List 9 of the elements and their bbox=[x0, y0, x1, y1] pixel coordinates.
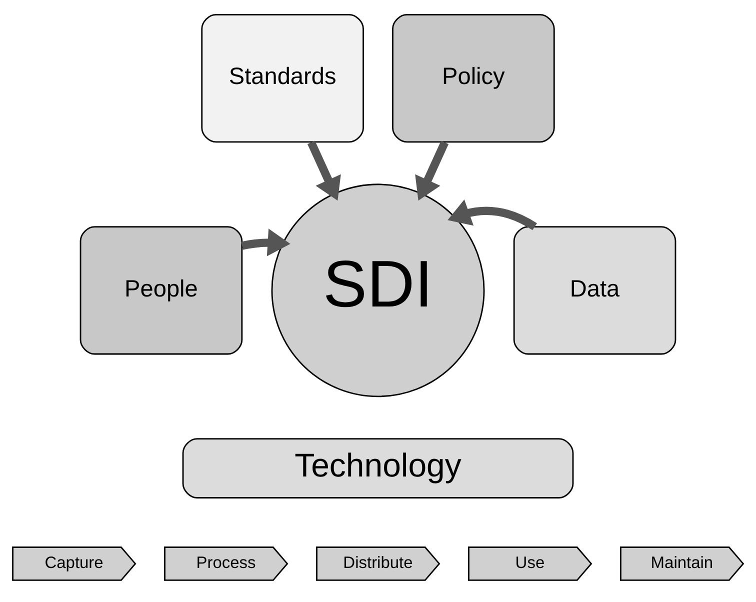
node-box: Technology bbox=[182, 438, 574, 498]
node-box: People bbox=[80, 226, 243, 355]
arrow bbox=[307, 140, 341, 201]
arrow bbox=[415, 140, 449, 201]
node-box: Policy bbox=[392, 14, 555, 143]
node-box: Data bbox=[513, 226, 676, 355]
node-box: Standards bbox=[201, 14, 364, 143]
node-circle: SDI bbox=[271, 184, 485, 398]
arrow bbox=[448, 200, 537, 230]
